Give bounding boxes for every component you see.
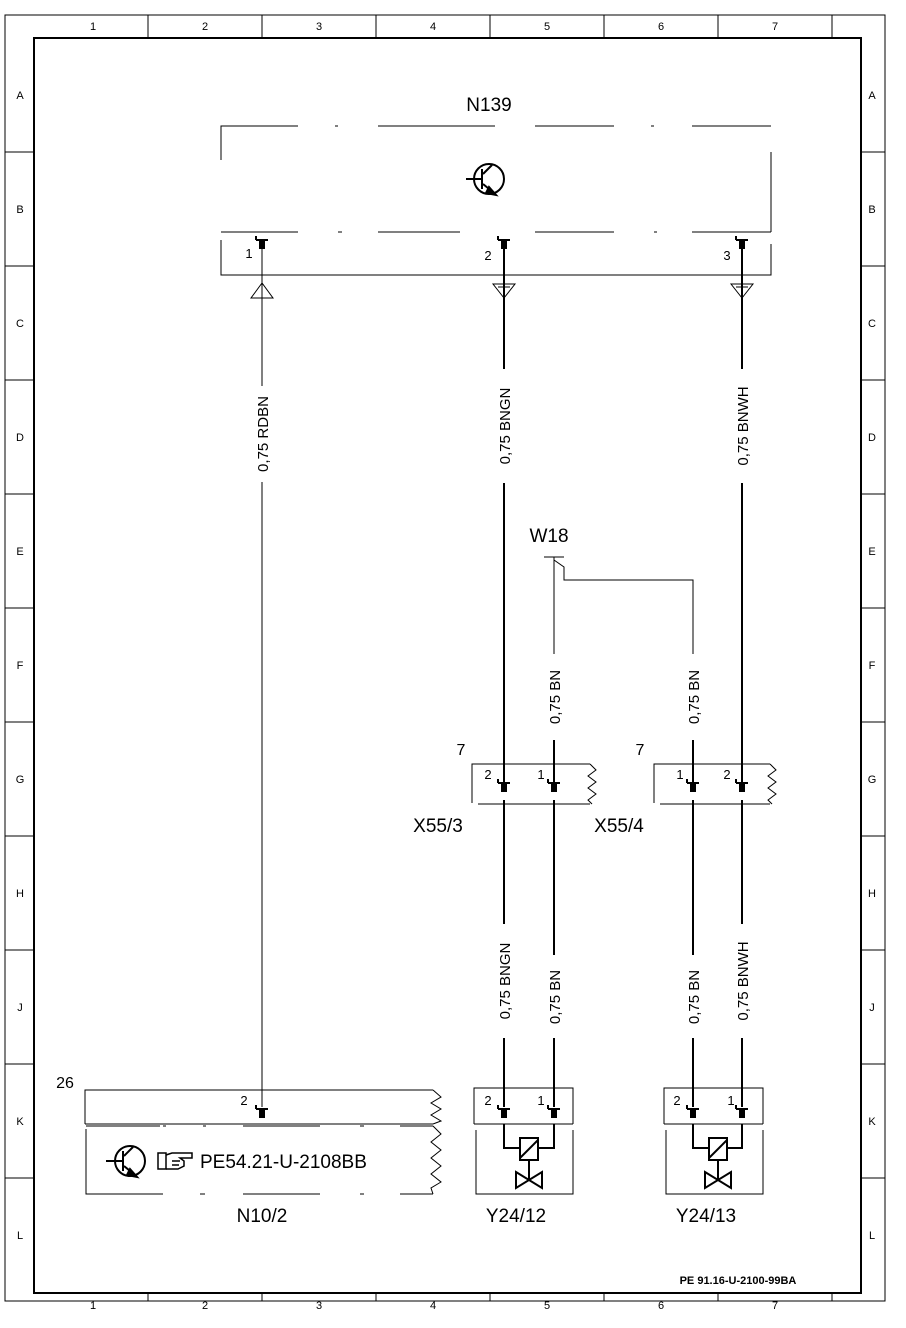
row-label: D (16, 432, 24, 444)
wire-label-bnwh-bottom: 0,75 BNWH (735, 941, 752, 1020)
column-label: 1 (90, 1300, 96, 1312)
x55-4-ref: 7 (636, 742, 645, 759)
wire-label-bn-w18-right: 0,75 BN (686, 670, 703, 724)
row-label: H (868, 888, 876, 900)
column-label: 3 (316, 1300, 322, 1312)
column-label: 4 (430, 1300, 436, 1312)
column-labels-bottom: 1 2 3 4 5 6 7 (90, 1300, 778, 1312)
column-label: 3 (316, 21, 322, 33)
pin-label: 2 (484, 767, 491, 782)
n139-label: N139 (466, 95, 511, 116)
pin-label: 1 (537, 767, 544, 782)
pin-label: 2 (240, 1093, 247, 1108)
row-label: L (869, 1230, 875, 1242)
column-label: 2 (202, 1300, 208, 1312)
y24-12-valve: 2 1 Y24/12 (473, 1087, 574, 1227)
break-zigzag-icon (587, 763, 597, 805)
break-zigzag-icon (430, 1125, 442, 1195)
grid-ticks (5, 15, 885, 1301)
n139-housing (220, 125, 772, 276)
wire-label-rdbn: 0,75 RDBN (255, 396, 272, 472)
wire-label-bngn-top: 0,75 BNGN (497, 388, 514, 465)
pin-label: 2 (484, 1093, 491, 1108)
transistor-icon (106, 1145, 146, 1179)
column-label: 5 (544, 1300, 550, 1312)
column-label: 7 (772, 21, 778, 33)
n10-2-ref: 26 (56, 1075, 74, 1092)
solenoid-valve-icon (503, 1124, 555, 1190)
wires (261, 249, 743, 1107)
row-label: H (16, 888, 24, 900)
row-label: J (17, 1002, 23, 1014)
row-label: E (16, 546, 23, 558)
wire-label-bnwh-top: 0,75 BNWH (735, 386, 752, 465)
y24-12-label: Y24/12 (486, 1206, 546, 1227)
column-label: 7 (772, 1300, 778, 1312)
pin-label: 2 (723, 767, 730, 782)
pin-label: 2 (673, 1093, 680, 1108)
wire-label-bn-bottom-left: 0,75 BN (547, 970, 564, 1024)
column-label: 6 (658, 1300, 664, 1312)
x55-4-label: X55/4 (594, 816, 644, 837)
pin-label: 1 (676, 767, 683, 782)
pointing-hand-icon (157, 1152, 193, 1170)
row-label: J (869, 1002, 875, 1014)
break-zigzag-icon (430, 1089, 443, 1125)
n139-pins: 1 2 3 (245, 235, 749, 263)
x55-3-connector: 7 2 1 X55/3 (413, 742, 597, 837)
wire-label-bngn-bottom: 0,75 BNGN (497, 943, 514, 1020)
row-labels-left: A B C D E F G H J K L (16, 90, 25, 1242)
row-label: L (17, 1230, 23, 1242)
column-label: 5 (544, 21, 550, 33)
x55-3-ref: 7 (457, 742, 466, 759)
signal-direction-arrows (250, 282, 755, 299)
pin-label: 1 (727, 1093, 734, 1108)
wire-label-bn-w18-left: 0,75 BN (547, 670, 564, 724)
column-label: 2 (202, 21, 208, 33)
wire-label-bn-bottom-right: 0,75 BN (686, 970, 703, 1024)
x55-3-label: X55/3 (413, 816, 463, 837)
pin-label: 1 (245, 246, 252, 261)
row-label: F (869, 660, 876, 672)
y24-13-label: Y24/13 (676, 1206, 736, 1227)
sheet-frame (4, 14, 886, 1302)
row-label: K (16, 1116, 24, 1128)
pin-label: 3 (723, 248, 730, 263)
row-label: B (16, 204, 23, 216)
row-label: G (868, 774, 877, 786)
column-label: 4 (430, 21, 436, 33)
break-zigzag-icon (767, 763, 777, 805)
row-labels-right: A B C D E F G H J K L (868, 90, 877, 1242)
row-label: C (868, 318, 876, 330)
row-label: E (868, 546, 875, 558)
y24-13-valve: 2 1 Y24/13 (663, 1087, 764, 1227)
column-labels-top: 1 2 3 4 5 6 7 (90, 21, 778, 33)
column-label: 6 (658, 21, 664, 33)
solenoid-valve-icon (692, 1124, 743, 1190)
n10-2-module: 26 2 (56, 1075, 443, 1227)
pin-label: 1 (537, 1093, 544, 1108)
row-label: A (16, 90, 24, 102)
w18-label: W18 (529, 526, 568, 547)
row-label: K (868, 1116, 876, 1128)
row-label: C (16, 318, 24, 330)
n10-2-label: N10/2 (237, 1206, 288, 1227)
document-id: PE 91.16-U-2100-99BA (680, 1275, 797, 1287)
cross-reference-link[interactable]: PE54.21-U-2108BB (200, 1152, 367, 1173)
row-label: D (868, 432, 876, 444)
transistor-icon (466, 163, 505, 197)
row-label: A (868, 90, 876, 102)
n139-control-unit: N139 1 (220, 95, 772, 276)
column-label: 1 (90, 21, 96, 33)
row-label: G (16, 774, 25, 786)
x55-4-connector: 7 1 2 X55/4 (594, 742, 777, 837)
pin-label: 2 (484, 248, 491, 263)
row-label: F (17, 660, 24, 672)
wire-labels: 0,75 RDBN 0,75 BNGN 0,75 BNWH 0,75 BN 0,… (255, 386, 752, 1024)
row-label: B (868, 204, 875, 216)
